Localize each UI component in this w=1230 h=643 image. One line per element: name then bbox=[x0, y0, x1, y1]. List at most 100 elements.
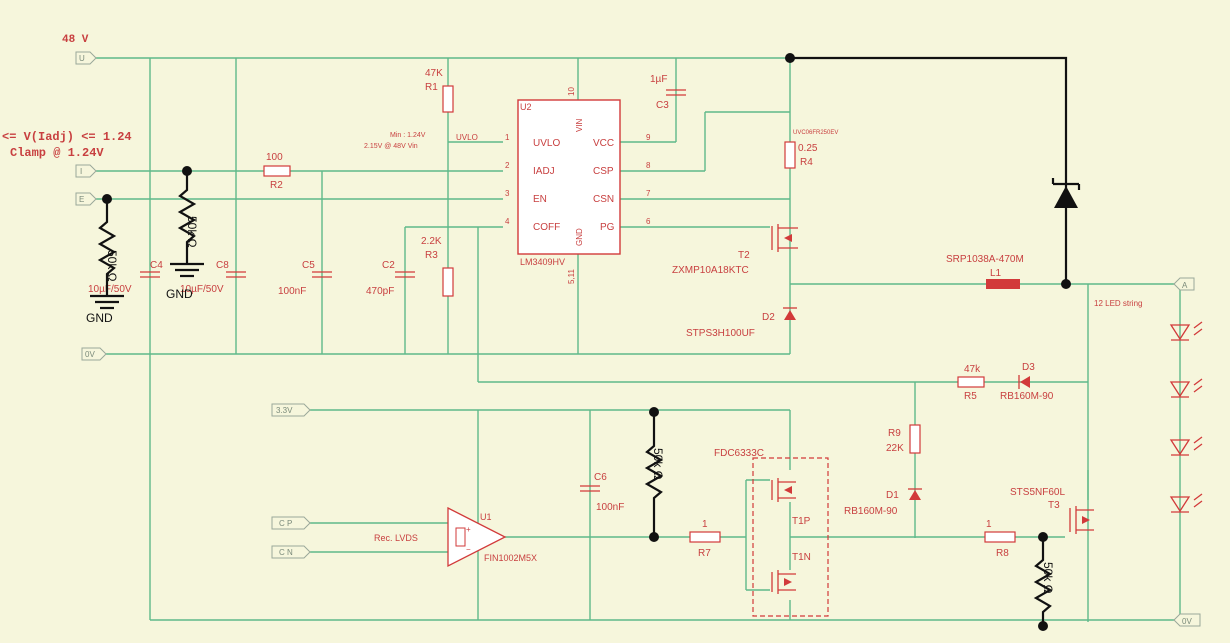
ic-pin7-name: CSN bbox=[593, 194, 614, 205]
capacitors: 1µF C3 C4 10µF/50V C8 10µF/50V C5 100nF … bbox=[88, 74, 686, 513]
node-dot bbox=[649, 532, 659, 542]
port-iadj-text: I bbox=[80, 167, 82, 176]
r2-symbol bbox=[263, 165, 291, 177]
port-cp bbox=[271, 516, 311, 530]
port-en-text: E bbox=[79, 195, 84, 204]
port-cn-text: C N bbox=[279, 548, 293, 557]
t3-ref: T3 bbox=[1048, 500, 1060, 511]
r8-val: 1 bbox=[986, 519, 992, 530]
r2-ref: R2 bbox=[270, 180, 283, 191]
port-anode bbox=[1173, 277, 1195, 291]
ic-pin3-name: EN bbox=[533, 194, 547, 205]
ic-pin8-name: CSP bbox=[593, 166, 614, 177]
led-3 bbox=[1169, 439, 1191, 456]
port-vin-text: U bbox=[79, 54, 85, 63]
port-zero-top-text: 0V bbox=[85, 350, 95, 359]
port-cn bbox=[271, 545, 311, 559]
res-b-label: 50k Ω bbox=[185, 216, 199, 248]
note-line1: <= V(Iadj) <= 1.24 bbox=[2, 130, 132, 144]
r2-val: 100 bbox=[266, 152, 283, 163]
c5-val: 100nF bbox=[278, 286, 306, 297]
port-v33 bbox=[271, 403, 311, 417]
t2-part: ZXMP10A18KTC bbox=[672, 265, 749, 276]
l1-symbol bbox=[986, 279, 1020, 289]
rec-label: Rec. LVDS bbox=[374, 533, 418, 543]
wire-network bbox=[96, 57, 1181, 622]
r9-symbol bbox=[909, 424, 921, 454]
port-vin bbox=[75, 51, 97, 65]
u1-part: FIN1002M5X bbox=[484, 553, 537, 563]
r1-ref: R1 bbox=[425, 82, 438, 93]
node-dot bbox=[785, 53, 795, 63]
r9-ref: R9 bbox=[888, 428, 901, 439]
c8-val: 10µF/50V bbox=[180, 284, 224, 295]
uvlo-short: UVLO bbox=[456, 133, 478, 142]
d1-ref: D1 bbox=[886, 490, 899, 501]
led-4 bbox=[1169, 496, 1191, 513]
t1n-label: T1N bbox=[792, 552, 811, 563]
r8-ref: R8 bbox=[996, 548, 1009, 559]
r4-symbol bbox=[784, 141, 796, 169]
ic-pin-bottom-num: 5,11 bbox=[567, 268, 576, 284]
ic-pin3-num: 3 bbox=[505, 189, 510, 198]
c8-ref: C8 bbox=[216, 260, 229, 271]
gnd-a-label: GND bbox=[86, 311, 113, 325]
r5-symbol bbox=[957, 376, 985, 388]
power-stage: T2 ZXMP10A18KTC D2 STPS3H100UF SRP1038A-… bbox=[672, 224, 1024, 339]
r4-ref: R4 bbox=[800, 157, 813, 168]
r5-val: 47k bbox=[964, 364, 981, 375]
c2-ref: C2 bbox=[382, 260, 395, 271]
ic-pin4-num: 4 bbox=[505, 217, 510, 226]
d3-ref: D3 bbox=[1022, 362, 1035, 373]
res-d-label: 50k Ω bbox=[1041, 562, 1055, 594]
ic-pin8-num: 8 bbox=[646, 161, 651, 170]
u1-ref: U1 bbox=[480, 512, 492, 522]
resistor-c bbox=[644, 412, 664, 537]
r5-ref: R5 bbox=[964, 391, 977, 402]
diode-symbol bbox=[1054, 186, 1078, 208]
c3-ref: C3 bbox=[656, 100, 669, 111]
port-cp-text: C P bbox=[279, 519, 292, 528]
uvlo-note1: Min : 1.24V bbox=[390, 132, 426, 139]
c4-ref: C4 bbox=[150, 260, 163, 271]
node-dot bbox=[1038, 621, 1048, 631]
fdc-part: FDC6333C bbox=[714, 448, 764, 459]
res-a-label: 50k Ω bbox=[105, 250, 119, 282]
ic-pin4-name: COFF bbox=[533, 222, 560, 233]
c3-val: 1µF bbox=[650, 74, 667, 85]
ic-pin1-name: UVLO bbox=[533, 138, 560, 149]
node-dot bbox=[1061, 279, 1071, 289]
overlay-black: 50k Ω GND 50k Ω GND 50k Ω 50k Ω bbox=[86, 53, 1081, 631]
u1-comparator: + − U1 FIN1002M5X Rec. LVDS bbox=[374, 506, 537, 568]
c2-val: 470pF bbox=[366, 286, 394, 297]
t3-transistor: STS5NF60L T3 bbox=[1010, 487, 1094, 534]
t1p-label: T1P bbox=[792, 516, 811, 527]
ic-pin2-name: IADJ bbox=[533, 166, 555, 177]
d2-part: STPS3H100UF bbox=[686, 328, 755, 339]
r7-val: 1 bbox=[702, 519, 708, 530]
port-anode-text: A bbox=[1182, 281, 1188, 290]
c5-ref: C5 bbox=[302, 260, 315, 271]
gnd-b-label: GND bbox=[166, 287, 193, 301]
led-2 bbox=[1169, 381, 1191, 398]
uvlo-note2: 2.15V @ 48V Vin bbox=[364, 143, 418, 150]
c6-val: 100nF bbox=[596, 502, 624, 513]
resistor-d bbox=[1033, 537, 1053, 626]
c4-val: 10µF/50V bbox=[88, 284, 132, 295]
t3-part: STS5NF60L bbox=[1010, 487, 1065, 498]
r9-val: 22K bbox=[886, 443, 904, 454]
ic-pin6-num: 6 bbox=[646, 217, 651, 226]
port-zero-bottom bbox=[1173, 613, 1201, 627]
d2-ref: D2 bbox=[762, 312, 775, 323]
ic-part: LM3409HV bbox=[520, 257, 565, 267]
r3-symbol bbox=[442, 267, 454, 297]
port-zero-top bbox=[81, 347, 107, 361]
r1-symbol bbox=[442, 85, 454, 113]
vin-label: 48 V bbox=[62, 34, 89, 46]
resistor-b bbox=[177, 171, 197, 264]
r4-part: UVC06FR250EV bbox=[793, 130, 838, 136]
l1-ref: L1 bbox=[990, 268, 1002, 279]
res-c-label: 50k Ω bbox=[651, 448, 665, 480]
svg-text:+: + bbox=[466, 525, 471, 534]
